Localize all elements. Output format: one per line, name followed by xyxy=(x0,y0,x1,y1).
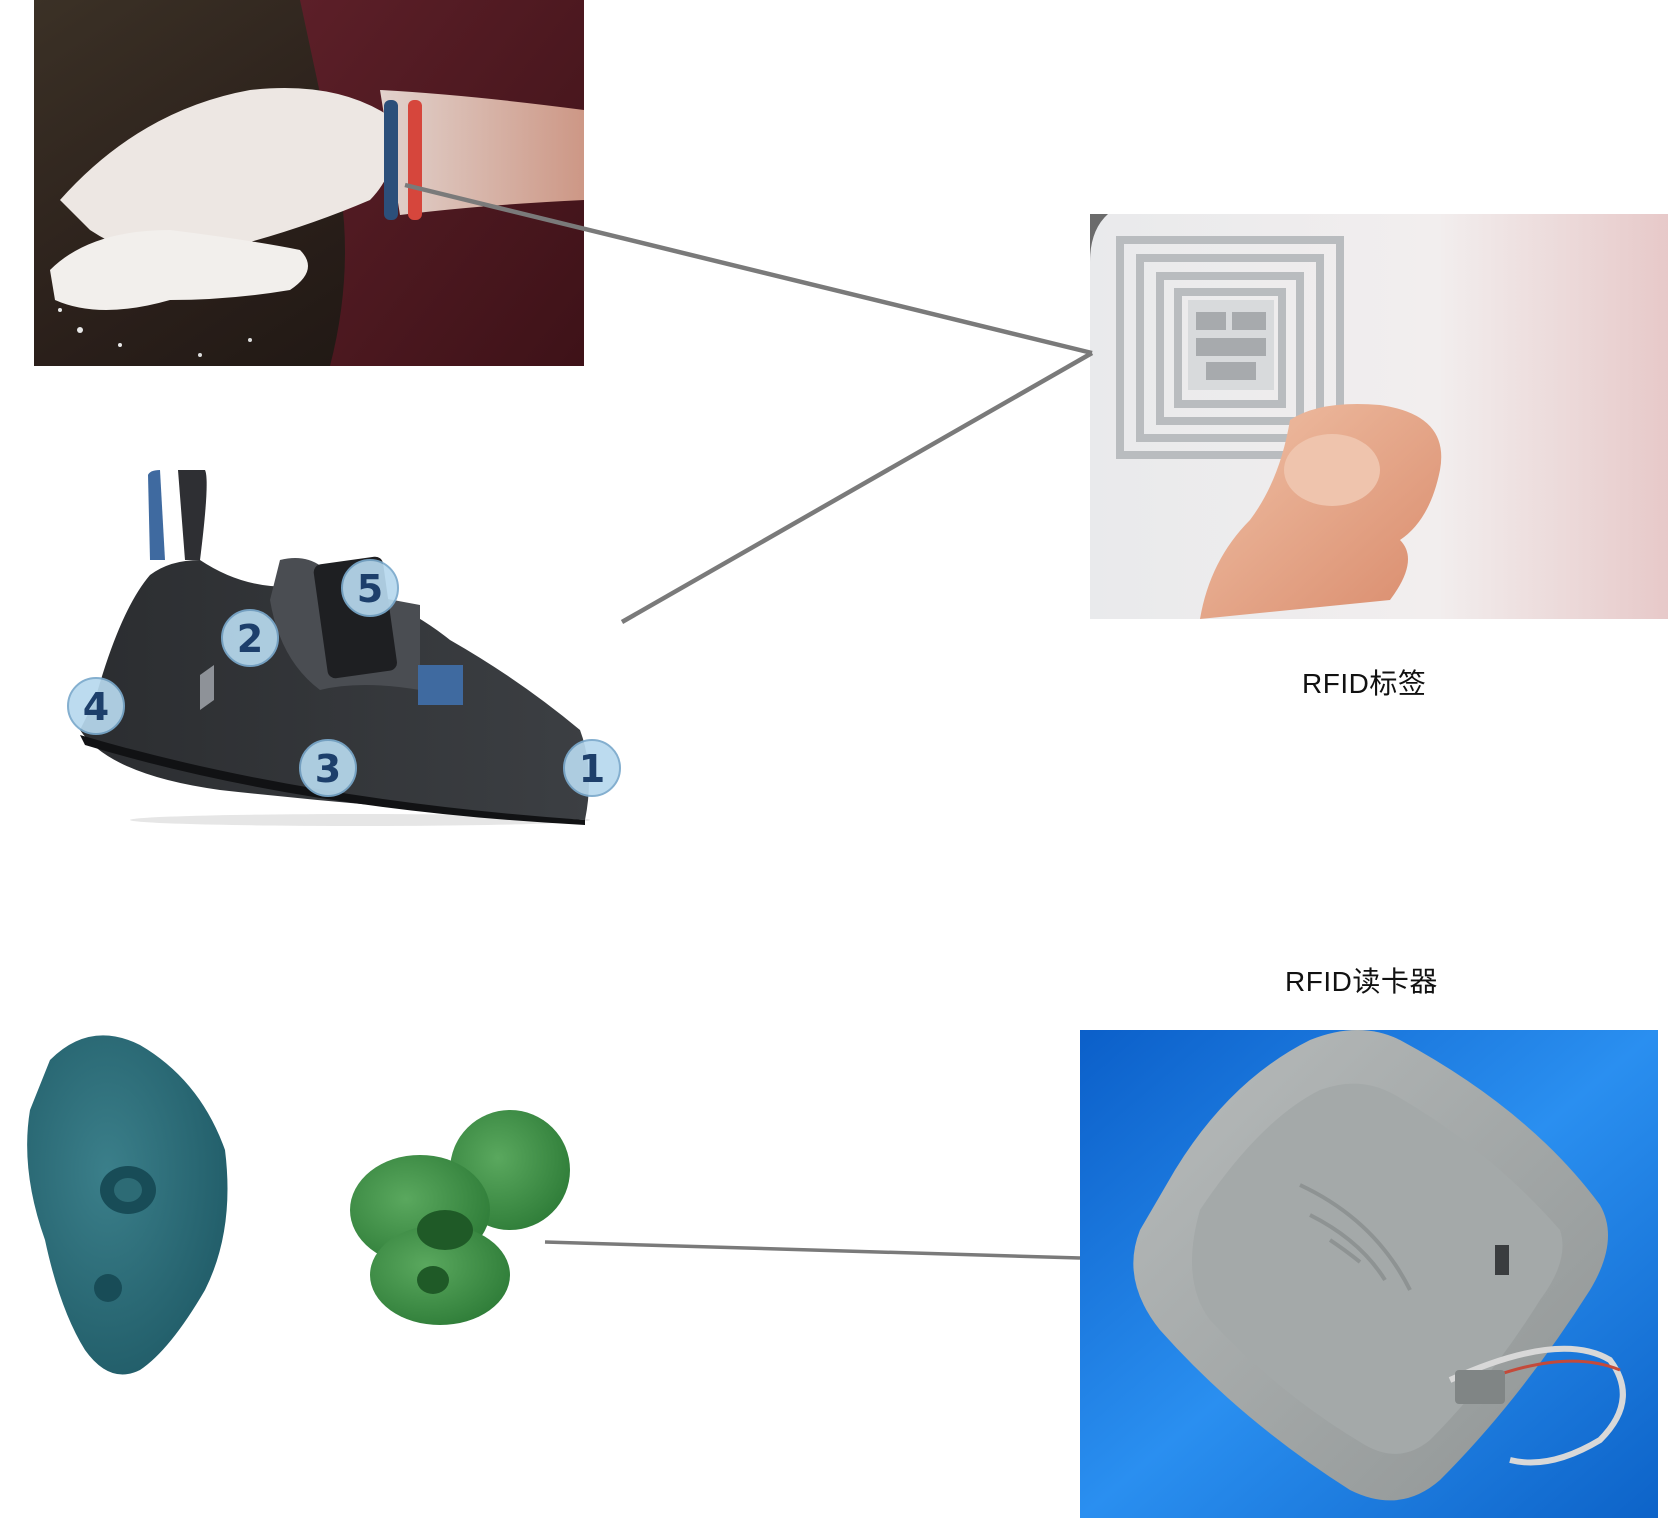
shoe-marker-3: 3 xyxy=(299,739,357,797)
climbing-holds-photo xyxy=(27,1035,570,1375)
connector-hold-to-reader xyxy=(544,1240,1081,1260)
rfid-reader-photo xyxy=(1080,1030,1658,1518)
shoe-marker-2: 2 xyxy=(221,609,279,667)
blue-wristband xyxy=(384,100,398,220)
red-wristband xyxy=(408,100,422,220)
connector-tag-to-shoe xyxy=(620,351,1094,624)
shoe-marker-1: 1 xyxy=(563,739,621,797)
green-hold xyxy=(350,1110,570,1325)
svg-text:4: 4 xyxy=(83,685,109,729)
svg-text:1: 1 xyxy=(579,747,605,791)
connector-lines xyxy=(404,182,1094,1260)
shoe-markers: 1 2 3 4 5 xyxy=(67,559,621,797)
rfid-tag-label: RFID标签 xyxy=(1302,668,1427,699)
svg-text:5: 5 xyxy=(357,567,383,611)
shoe-marker-5: 5 xyxy=(341,559,399,617)
rfid-tag-photo xyxy=(1090,214,1668,619)
connector-wristband-to-tag xyxy=(404,182,1093,356)
climbing-shoe-photo xyxy=(80,470,590,826)
shoe-marker-4: 4 xyxy=(67,677,125,735)
svg-text:3: 3 xyxy=(315,747,341,791)
rfid-reader-label: RFID读卡器 xyxy=(1285,966,1438,997)
svg-text:2: 2 xyxy=(237,617,263,661)
chalk-hands-photo xyxy=(34,0,584,366)
